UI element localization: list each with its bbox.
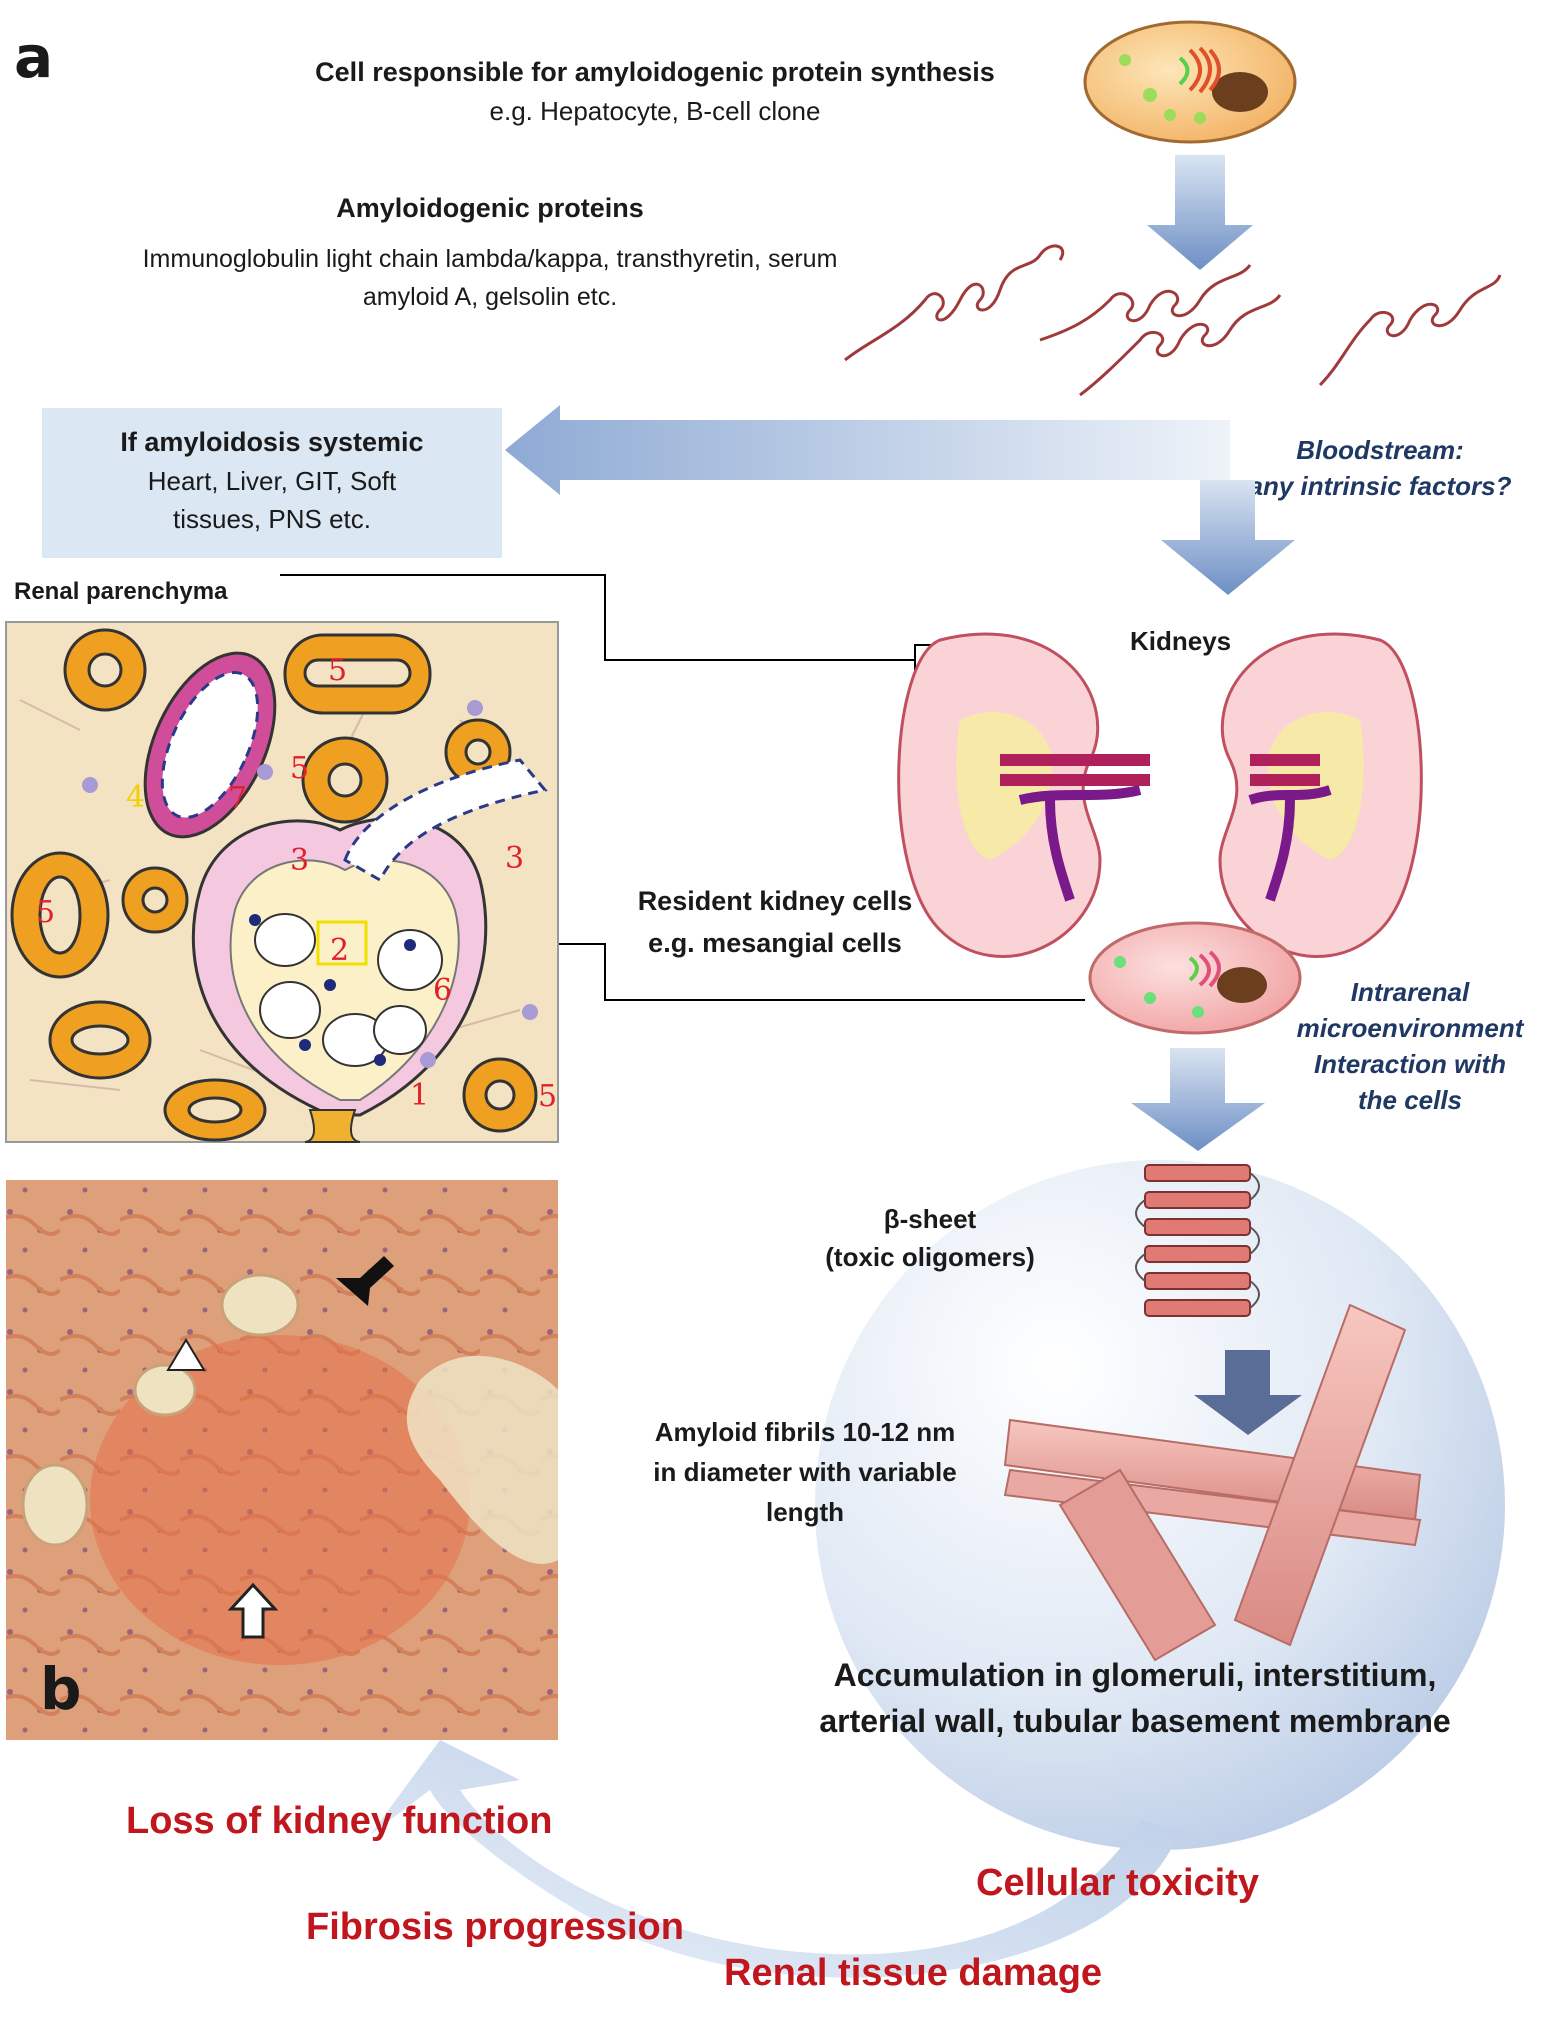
panel-label-b: b — [40, 1655, 82, 1723]
white-triangle-icon — [166, 1338, 206, 1371]
parenchyma-num-1: 1 — [410, 1078, 429, 1113]
kidneys-label: Kidneys — [1130, 626, 1232, 656]
kidney-left — [897, 632, 1150, 958]
parenchyma-num-5b: 5 — [290, 751, 309, 786]
micro-line4: the cells — [1357, 1085, 1463, 1115]
synthesis-examples: e.g. Hepatocyte, B-cell clone — [489, 96, 821, 126]
synthesis-text-block: Cell responsible for amyloidogenic prote… — [230, 52, 1080, 130]
parenchyma-num-2: 2 — [330, 933, 349, 968]
resident-cells-line2: e.g. mesangial cells — [648, 928, 902, 958]
fibrils-label: Amyloid fibrils 10-12 nm in diameter wit… — [605, 1412, 1005, 1532]
micro-line1: Intrarenal — [1350, 977, 1470, 1007]
systemic-title: If amyloidosis systemic — [120, 427, 424, 457]
micro-line2: microenvironment — [1296, 1013, 1524, 1043]
micro-line3: Interaction with — [1313, 1049, 1507, 1079]
panel-label-a: a — [14, 23, 54, 91]
accumulation-line1: Accumulation in glomeruli, interstitium, — [833, 1657, 1437, 1693]
mesangial-cell — [1088, 921, 1302, 1035]
beta-sheet-stack — [1135, 1164, 1260, 1317]
beta-line1: β-sheet — [883, 1204, 977, 1234]
parenchyma-num-3b: 3 — [505, 841, 524, 876]
parenchyma-num-7: 7 — [228, 781, 247, 816]
proteins-title: Amyloidogenic proteins — [336, 193, 644, 223]
parenchyma-num-5a: 5 — [328, 653, 347, 688]
connector-parenchyma — [280, 574, 915, 661]
histology-panel — [6, 1180, 558, 1740]
arrow-down-1 — [1147, 155, 1253, 270]
proteins-text-block: Amyloidogenic proteins Immunoglobulin li… — [60, 188, 920, 316]
accumulation-line2: arterial wall, tubular basement membrane — [819, 1703, 1451, 1739]
systemic-box: If amyloidosis systemic Heart, Liver, GI… — [42, 408, 502, 558]
parenchyma-num-4: 4 — [126, 780, 145, 815]
parenchyma-num-5c: 5 — [36, 895, 55, 930]
amyloid-fibrils — [1003, 1303, 1422, 1662]
bloodstream-line2: any intrinsic factors? — [1248, 471, 1512, 501]
protein-chains — [844, 244, 1502, 397]
systemic-line1: Heart, Liver, GIT, Soft — [147, 466, 397, 496]
black-arrow-icon — [336, 1256, 394, 1306]
arrow-down-micro — [1131, 1048, 1265, 1151]
beta-sheet-label: β-sheet (toxic oligomers) — [800, 1200, 1060, 1276]
outcome-loss: Loss of kidney function — [126, 1800, 553, 1842]
resident-cells-label: Resident kidney cells e.g. mesangial cel… — [610, 880, 940, 964]
renal-parenchyma-label: Renal parenchyma — [14, 578, 228, 605]
outcome-damage: Renal tissue damage — [724, 1952, 1103, 1994]
parenchyma-num-3a: 3 — [290, 843, 309, 878]
synthesis-title: Cell responsible for amyloidogenic prote… — [315, 57, 995, 87]
microenvironment-label: Intrarenal microenvironment Interaction … — [1270, 974, 1550, 1118]
systemic-line2: tissues, PNS etc. — [173, 504, 371, 534]
outcome-toxicity: Cellular toxicity — [976, 1862, 1259, 1904]
white-arrow-icon — [227, 1582, 279, 1639]
proteins-line2: amyloid A, gelsolin etc. — [362, 283, 618, 311]
synthesis-cell — [1083, 20, 1297, 144]
accumulation-label: Accumulation in glomeruli, interstitium,… — [740, 1652, 1530, 1744]
renal-parenchyma-panel: 2 1 3 3 4 5 5 5 5 6 7 — [5, 621, 559, 1143]
arrow-down-fibrils — [1194, 1350, 1302, 1435]
proteins-line1: Immunoglobulin light chain lambda/kappa,… — [142, 245, 838, 273]
kidney-right — [1218, 632, 1423, 958]
fibrils-line1: Amyloid fibrils 10-12 nm — [654, 1417, 956, 1447]
arrow-left-systemic — [505, 405, 1230, 495]
fibrils-line3: length — [766, 1497, 844, 1527]
outcome-fibrosis: Fibrosis progression — [306, 1906, 684, 1948]
resident-cells-line1: Resident kidney cells — [637, 886, 913, 916]
bloodstream-label: Bloodstream: any intrinsic factors? — [1220, 432, 1540, 504]
beta-line2: (toxic oligomers) — [825, 1242, 1035, 1272]
arrow-down-kidneys — [1161, 480, 1295, 595]
parenchyma-num-5d: 5 — [538, 1079, 557, 1114]
parenchyma-num-6: 6 — [433, 973, 452, 1008]
cycle-arrow — [370, 1740, 1180, 1978]
bloodstream-line1: Bloodstream: — [1296, 435, 1464, 465]
fibrils-line2: in diameter with variable — [653, 1457, 957, 1487]
